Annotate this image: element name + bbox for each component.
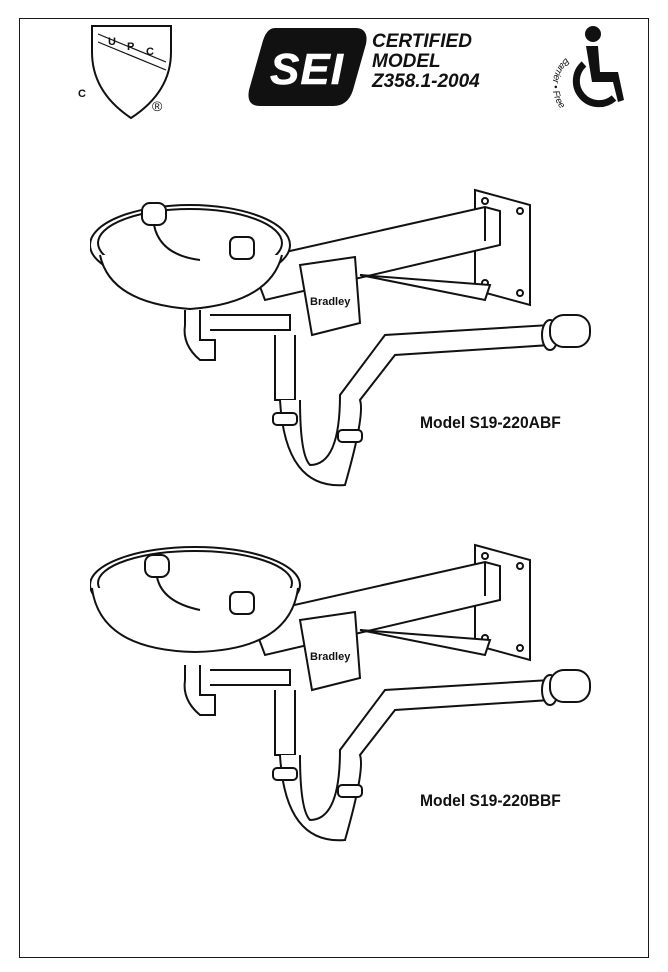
svg-text:Barrier • Free: Barrier • Free: [550, 56, 572, 111]
product-illustration-1: Bradley: [89, 185, 600, 505]
sei-logo: SEI: [245, 26, 370, 108]
upc-logo: U P C C ®: [78, 22, 179, 122]
upc-c-mark: C: [78, 88, 86, 100]
model-label-2: Model S19-220BBF: [420, 791, 561, 810]
product-illustration-2: Bradley: [89, 540, 600, 860]
certification-line-1: CERTIFIED: [372, 31, 472, 52]
brand-plate-2: Bradley: [310, 651, 351, 663]
certification-line-2: MODEL: [372, 51, 441, 72]
sei-logo-text: SEI: [270, 45, 344, 94]
model-label-1: Model S19-220ABF: [420, 413, 561, 432]
certification-line-3: Z358.1-2004: [372, 71, 480, 92]
brand-plate-1: Bradley: [310, 296, 351, 308]
barrier-free-logo: Barrier • Free: [548, 24, 638, 128]
page-border: [19, 18, 649, 958]
certification-block: CERTIFIED MODEL Z358.1-2004: [372, 32, 522, 92]
upc-letter-c: C: [146, 46, 154, 58]
barrier-free-text: Barrier • Free: [550, 56, 572, 111]
registered-mark: ®: [152, 98, 163, 114]
wheelchair-icon: [585, 26, 601, 42]
upc-letter-u: U: [108, 36, 116, 48]
